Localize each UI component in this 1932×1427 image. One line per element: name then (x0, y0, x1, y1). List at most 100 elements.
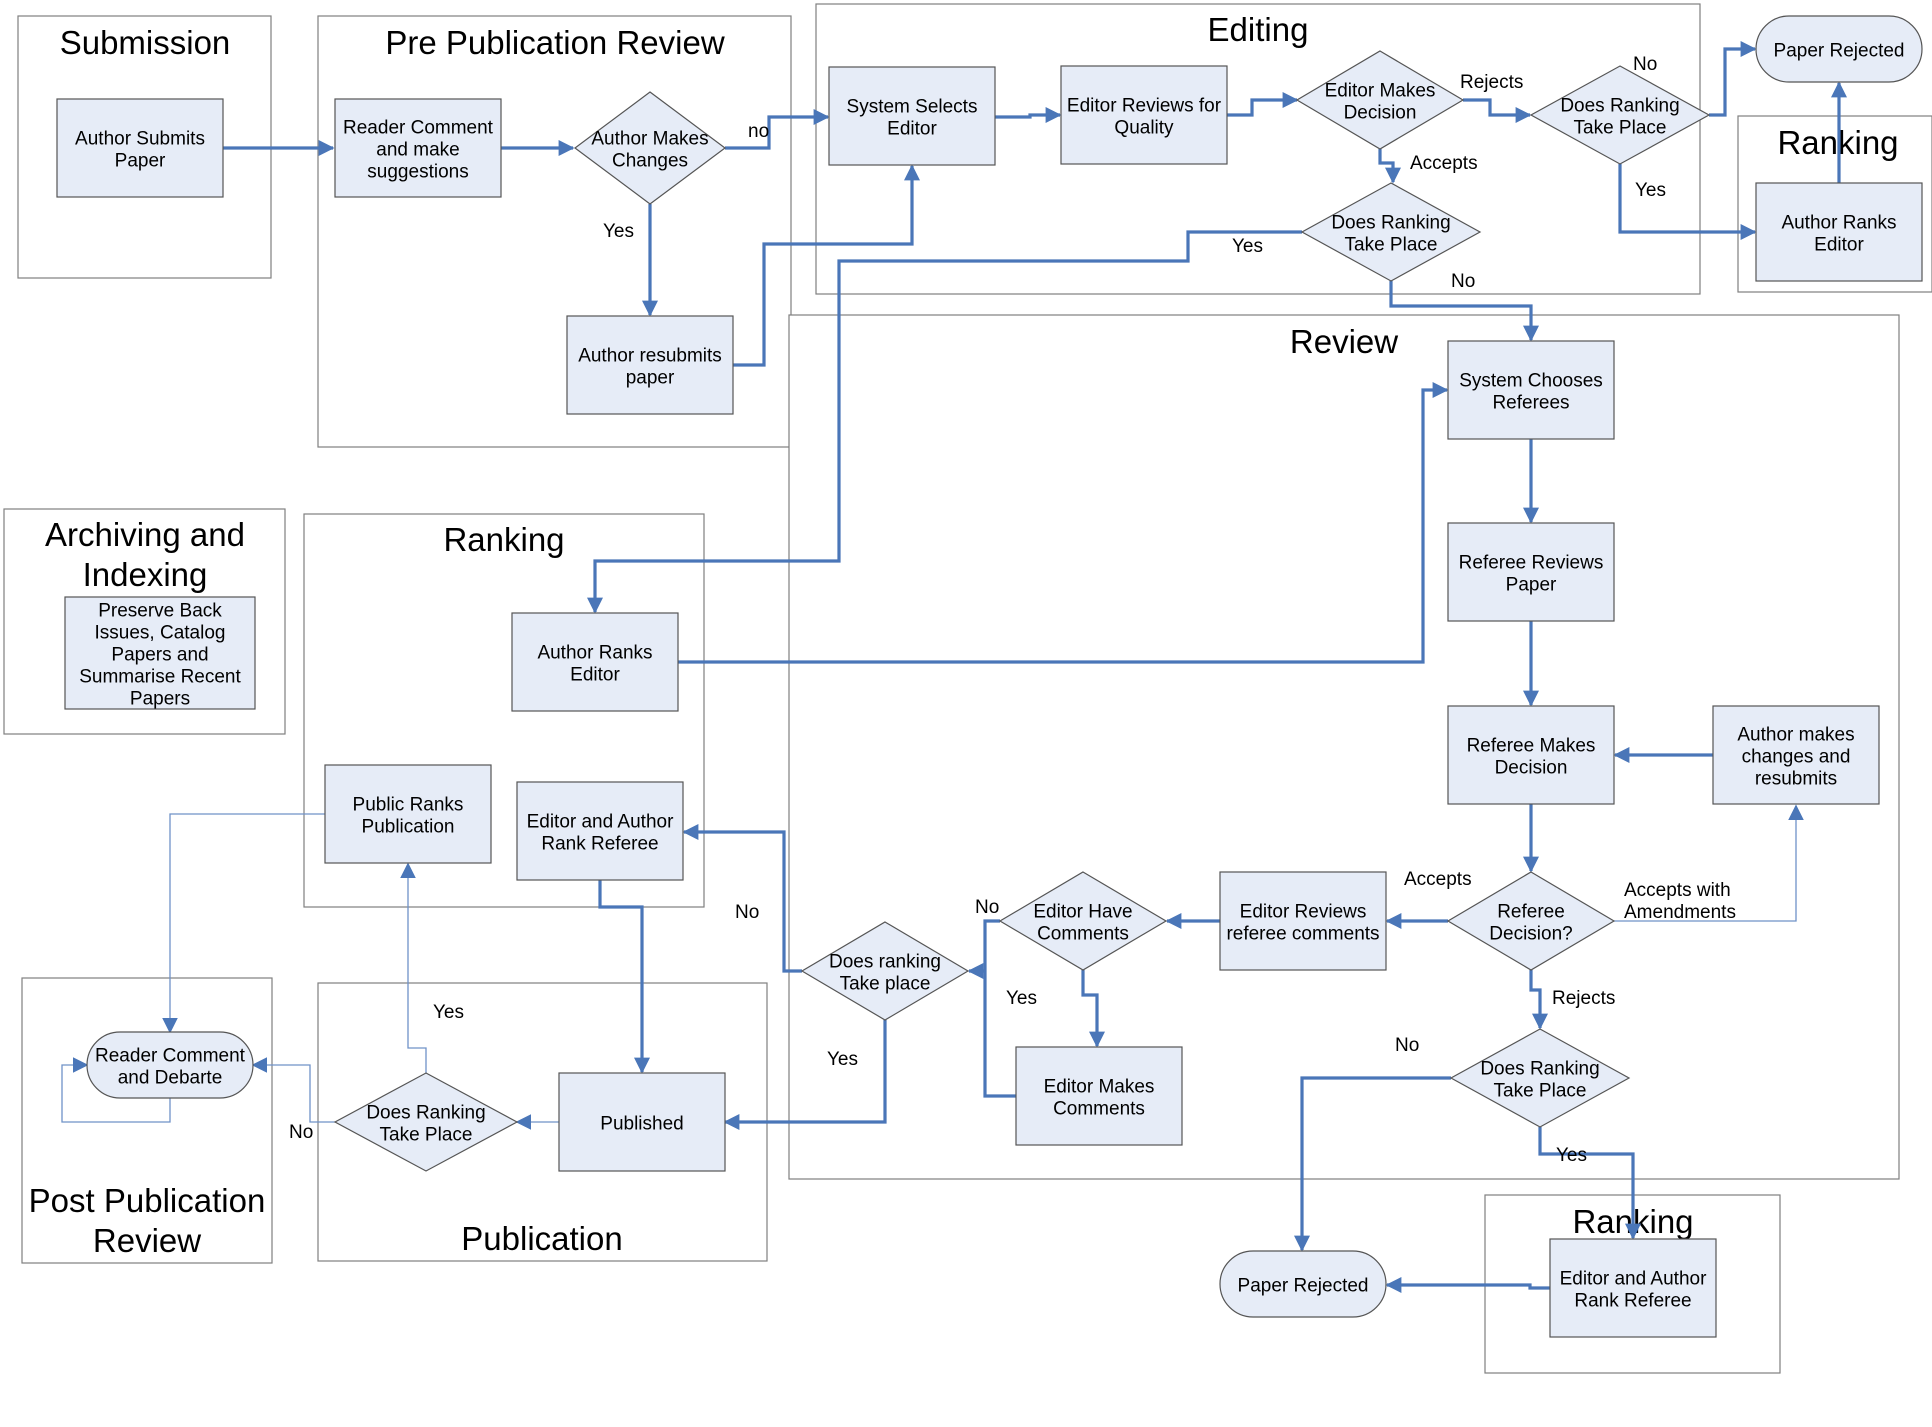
node-label-line: Referee (1497, 902, 1565, 923)
region-title-line: Archiving and (45, 516, 245, 553)
edge-label-rank-top-yes: Yes (1635, 180, 1666, 201)
decision-diamond (1449, 1028, 1631, 1128)
node-label-line: Take Place (1345, 235, 1438, 256)
terminal-pill (1755, 15, 1923, 83)
edge-label-ref-rank-no: No (1395, 1035, 1419, 1056)
edge-label-line: Amendments (1624, 902, 1736, 923)
edge-changes-no-to-editor (725, 109, 830, 150)
region-title-line: Pre Publication Review (385, 24, 724, 61)
node-label-line: Decision (1344, 103, 1417, 124)
edge-review-rank-yes (723, 1020, 887, 1130)
node-label-line: Papers (130, 689, 190, 710)
node-label-line: Take Place (380, 1125, 473, 1146)
decision-diamond (1446, 871, 1616, 971)
process-box (1447, 705, 1615, 805)
node-label-line: Editor (887, 119, 937, 140)
node-label-line: Does Ranking (1560, 96, 1679, 117)
node-label-line: Summarise Recent (79, 667, 241, 688)
edge-rank-no-to-rejected (1709, 41, 1757, 117)
process-box (1447, 340, 1615, 440)
edge-label-rank-top-no: No (1633, 54, 1657, 75)
terminal-pill (1219, 1250, 1387, 1318)
process-box (1712, 705, 1880, 805)
edge-ref-rank-yes (1538, 1127, 1641, 1240)
node-label-line: Changes (612, 151, 688, 172)
node-label-line: Published (600, 1114, 683, 1135)
node-label-line: System Chooses (1459, 371, 1603, 392)
node-label-line: Referee Reviews (1459, 553, 1604, 574)
node-paper-rejected-bottom: Paper Rejected (1219, 1250, 1387, 1318)
process-box (1755, 182, 1923, 282)
node-label-line: Paper Rejected (1238, 1276, 1369, 1297)
node-label-line: Editor (1814, 235, 1864, 256)
node-label-line: Quality (1114, 118, 1174, 139)
edge-debate-loop (61, 1057, 171, 1123)
node-label-line: Take Place (1494, 1081, 1587, 1102)
process-box (1219, 871, 1387, 971)
decision-diamond (1295, 50, 1465, 150)
process-box (56, 98, 224, 198)
node-label-line: Preserve Back (98, 601, 222, 622)
edge-label-rank-accept-yes: Yes (1232, 236, 1263, 257)
region-title-line: Indexing (83, 556, 208, 593)
node-label-line: suggestions (367, 162, 468, 183)
node-label-line: Referee Makes (1467, 736, 1596, 757)
node-label: Paper Rejected (1238, 1276, 1369, 1297)
node-label-line: changes and (1742, 747, 1851, 768)
edge-rank-yes-to-author-ranks (1618, 164, 1757, 240)
node-label-line: Author resubmits (578, 346, 722, 367)
edge-resubmit-to-editor (733, 164, 920, 367)
edge-label-editor-comments-yes: Yes (1006, 988, 1037, 1009)
node-label-line: Does ranking (829, 952, 941, 973)
node-label-line: Take Place (1574, 118, 1667, 139)
edge-label-line: Accepts with (1624, 880, 1731, 901)
edge-amend-to-author (1614, 804, 1804, 922)
process-box (334, 98, 502, 198)
node-label-line: Does Ranking (1480, 1059, 1599, 1080)
region-title: Publication (461, 1220, 622, 1257)
node-label-line: Comments (1053, 1099, 1145, 1120)
edge-pub-rank-yes (400, 862, 427, 1073)
edge-pub-rank-no (251, 1057, 335, 1123)
node-label-line: Author Ranks (537, 643, 652, 664)
node-label-line: Author makes (1737, 725, 1854, 746)
edge-have-comments-yes (1081, 970, 1105, 1048)
region-border (21, 977, 273, 1264)
edge-decision-accepts (1378, 149, 1401, 184)
region-title-line: Review (1290, 323, 1398, 360)
node-label-line: System Selects (847, 97, 978, 118)
edge-label-edit-rejects: Rejects (1460, 72, 1523, 93)
process-box (558, 1072, 726, 1172)
edge-label-ref-accepts: Accepts (1404, 869, 1472, 890)
process-box (1549, 1238, 1717, 1338)
node-label-line: Reader Comment (343, 118, 494, 139)
edge-referee-rejects (1529, 970, 1548, 1030)
edge-label-pub-yes: Yes (433, 1002, 464, 1023)
